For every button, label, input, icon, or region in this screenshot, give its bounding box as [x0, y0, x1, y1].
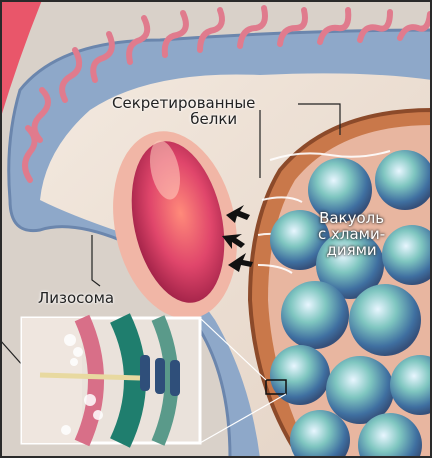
label-secreted-proteins-line1: Секретированные	[112, 95, 255, 111]
label-vacuole-line1: Вакуоль	[318, 210, 385, 226]
label-secreted-proteins-line2: белки	[112, 111, 255, 127]
label-vacuole: Вакуоль с хлами- диями	[318, 210, 385, 258]
label-lysosome: Лизосома	[38, 290, 114, 306]
label-vacuole-line3: диями	[318, 242, 385, 258]
label-secreted-proteins: Секретированные белки	[112, 95, 255, 127]
label-vacuole-line2: с хлами-	[318, 226, 385, 242]
